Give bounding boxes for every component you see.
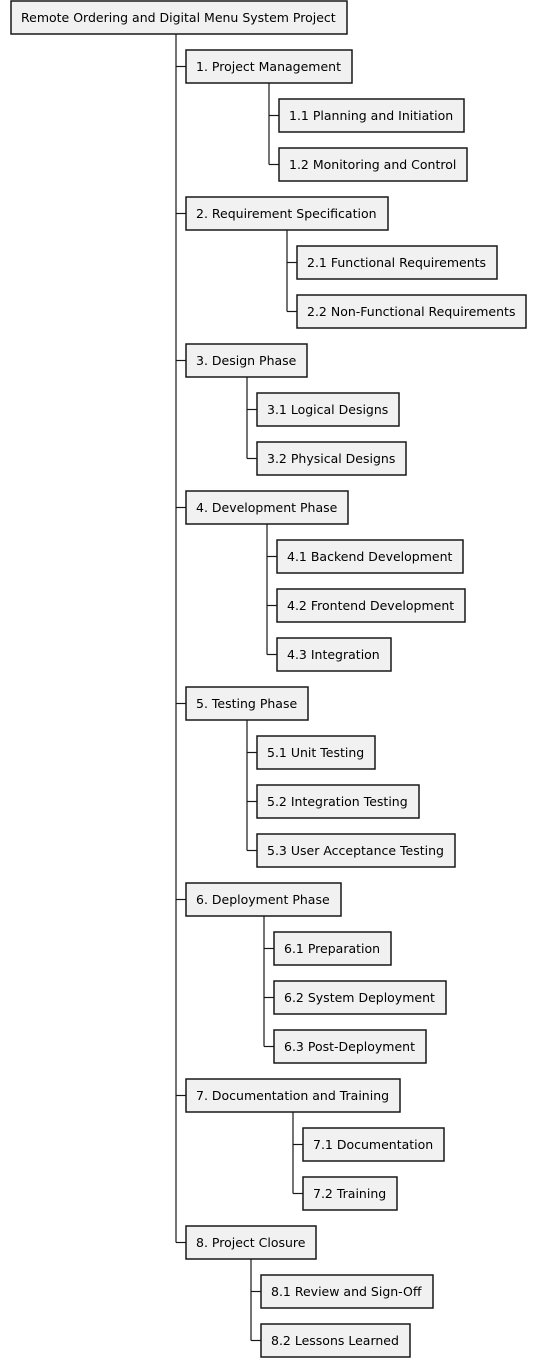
phase-node-7-box [185, 1078, 401, 1113]
task-node-5-2: 5.2 Integration Testing [256, 784, 420, 819]
phase-node-4-box [185, 490, 349, 525]
task-node-6-3: 6.3 Post-Deployment [273, 1029, 427, 1064]
phase-node-3-label: 3. Design Phase [196, 353, 297, 368]
task-node-4-2-label: 4.2 Frontend Development [287, 598, 454, 613]
task-node-5-3-box [256, 833, 456, 868]
connectors [175, 34, 303, 1342]
task-node-5-1: 5.1 Unit Testing [256, 735, 376, 770]
task-node-1-2: 1.2 Monitoring and Control [278, 147, 468, 182]
phase-node-5-box [185, 686, 309, 721]
phase-node-6-label: 6. Deployment Phase [196, 892, 330, 907]
task-node-7-2-box [302, 1176, 398, 1211]
task-node-6-1: 6.1 Preparation [273, 931, 392, 966]
task-node-5-1-label: 5.1 Unit Testing [267, 745, 364, 760]
phase-node-2-box [185, 196, 389, 231]
phase-node-5: 5. Testing Phase [185, 686, 309, 721]
task-node-1-1-box [278, 98, 465, 133]
nodes: Remote Ordering and Digital Menu System … [10, 0, 527, 1358]
task-node-4-1: 4.1 Backend Development [276, 539, 464, 574]
phase-node-4-label: 4. Development Phase [196, 500, 338, 515]
task-node-4-3-label: 4.3 Integration [287, 647, 380, 662]
task-node-2-2-label: 2.2 Non-Functional Requirements [307, 304, 515, 319]
task-node-5-2-box [256, 784, 420, 819]
phase-node-6-box [185, 882, 342, 917]
task-node-4-1-box [276, 539, 464, 574]
phase-node-7-label: 7. Documentation and Training [196, 1088, 389, 1103]
task-node-6-1-box [273, 931, 392, 966]
task-node-3-1-box [256, 392, 400, 427]
task-node-1-2-box [278, 147, 468, 182]
task-node-2-1: 2.1 Functional Requirements [296, 245, 498, 280]
phase-node-1: 1. Project Management [185, 49, 353, 84]
task-node-1-1-label: 1.1 Planning and Initiation [289, 108, 453, 123]
phase-node-7: 7. Documentation and Training [185, 1078, 401, 1113]
phase-node-1-box [185, 49, 353, 84]
task-node-7-2: 7.2 Training [302, 1176, 398, 1211]
phase-node-8: 8. Project Closure [185, 1225, 317, 1260]
phase-node-8-box [185, 1225, 317, 1260]
root-node: Remote Ordering and Digital Menu System … [10, 0, 348, 35]
task-node-7-1: 7.1 Documentation [302, 1127, 445, 1162]
phase-node-3: 3. Design Phase [185, 343, 308, 378]
task-node-6-2-box [273, 980, 447, 1015]
phase-node-3-box [185, 343, 308, 378]
task-node-3-1-label: 3.1 Logical Designs [267, 402, 388, 417]
task-node-5-3-label: 5.3 User Acceptance Testing [267, 843, 444, 858]
task-node-7-2-label: 7.2 Training [313, 1186, 386, 1201]
task-node-6-2-label: 6.2 System Deployment [284, 990, 435, 1005]
task-node-6-2: 6.2 System Deployment [273, 980, 447, 1015]
task-node-1-1: 1.1 Planning and Initiation [278, 98, 465, 133]
task-node-5-3: 5.3 User Acceptance Testing [256, 833, 456, 868]
task-node-4-3: 4.3 Integration [276, 637, 392, 672]
phase-node-5-label: 5. Testing Phase [196, 696, 297, 711]
task-node-1-2-label: 1.2 Monitoring and Control [289, 157, 456, 172]
task-node-6-3-label: 6.3 Post-Deployment [284, 1039, 415, 1054]
task-node-3-2-box [256, 441, 407, 476]
task-node-8-1-label: 8.1 Review and Sign-Off [271, 1284, 422, 1299]
task-node-6-3-box [273, 1029, 427, 1064]
task-node-3-2-label: 3.2 Physical Designs [267, 451, 395, 466]
task-node-8-1-box [260, 1274, 434, 1309]
task-node-2-1-label: 2.1 Functional Requirements [307, 255, 486, 270]
task-node-4-1-label: 4.1 Backend Development [287, 549, 453, 564]
task-node-5-2-label: 5.2 Integration Testing [267, 794, 408, 809]
task-node-8-2-box [260, 1323, 411, 1358]
phase-node-8-label: 8. Project Closure [196, 1235, 306, 1250]
task-node-7-1-box [302, 1127, 445, 1162]
task-node-2-1-box [296, 245, 498, 280]
phase-node-2-label: 2. Requirement Specification [196, 206, 377, 221]
task-node-2-2-box [296, 294, 527, 329]
task-node-5-1-box [256, 735, 376, 770]
phase-node-6: 6. Deployment Phase [185, 882, 342, 917]
task-node-8-1: 8.1 Review and Sign-Off [260, 1274, 434, 1309]
task-node-6-1-label: 6.1 Preparation [284, 941, 380, 956]
task-node-3-2: 3.2 Physical Designs [256, 441, 407, 476]
phase-node-1-label: 1. Project Management [196, 59, 341, 74]
task-node-4-3-box [276, 637, 392, 672]
task-node-4-2-box [276, 588, 466, 623]
phase-node-2: 2. Requirement Specification [185, 196, 389, 231]
task-node-8-2-label: 8.2 Lessons Learned [271, 1333, 399, 1348]
root-node-box [10, 0, 348, 35]
phase-node-4: 4. Development Phase [185, 490, 349, 525]
task-node-7-1-label: 7.1 Documentation [313, 1137, 433, 1152]
task-node-8-2: 8.2 Lessons Learned [260, 1323, 411, 1358]
task-node-2-2: 2.2 Non-Functional Requirements [296, 294, 527, 329]
task-node-3-1: 3.1 Logical Designs [256, 392, 400, 427]
task-node-4-2: 4.2 Frontend Development [276, 588, 466, 623]
root-node-label: Remote Ordering and Digital Menu System … [21, 10, 336, 25]
